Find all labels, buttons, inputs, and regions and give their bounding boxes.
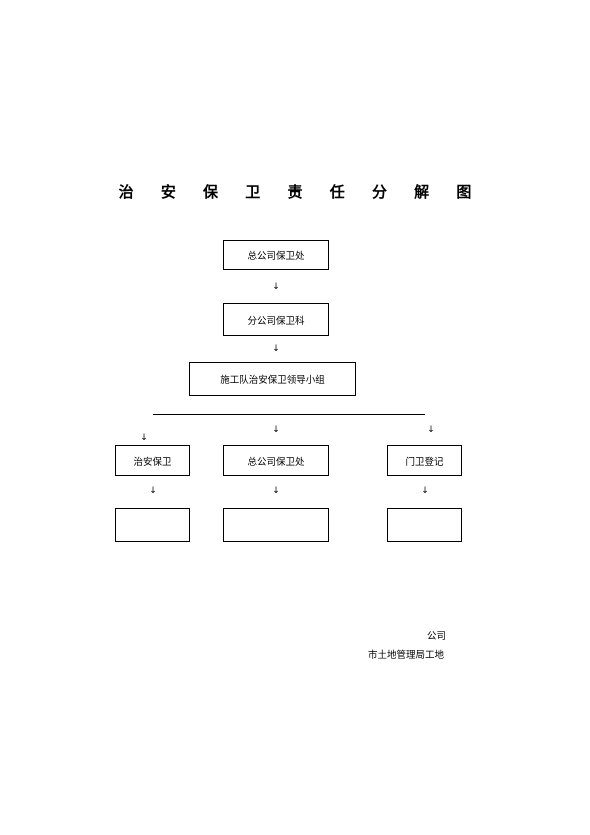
node-team-security-group: 施工队治安保卫领导小组 xyxy=(189,362,356,396)
signature-company: 公司 xyxy=(427,631,447,642)
arrow-down-icon: ↓ xyxy=(272,486,280,496)
node-empty-left xyxy=(115,508,190,542)
node-head-office-security-2: 总公司保卫处 xyxy=(223,445,329,476)
node-head-office-security: 总公司保卫处 xyxy=(223,240,329,270)
arrow-down-icon: ↓ xyxy=(427,425,435,435)
node-gate-registration: 门卫登记 xyxy=(387,445,462,476)
node-empty-middle xyxy=(223,508,329,542)
node-empty-right xyxy=(387,508,462,542)
arrow-down-icon: ↓ xyxy=(140,433,148,443)
page-title: 治 安 保 卫 责 任 分 解 图 xyxy=(118,183,483,201)
arrow-down-icon: ↓ xyxy=(421,486,429,496)
node-branch-security: 分公司保卫科 xyxy=(223,303,329,336)
arrow-down-icon: ↓ xyxy=(272,282,280,292)
branch-connector-line xyxy=(153,414,425,415)
node-public-security: 治安保卫 xyxy=(115,445,190,476)
signature-bureau: 市土地管理局工地 xyxy=(368,650,445,661)
arrow-down-icon: ↓ xyxy=(272,425,280,435)
arrow-down-icon: ↓ xyxy=(149,486,157,496)
arrow-down-icon: ↓ xyxy=(272,344,280,354)
